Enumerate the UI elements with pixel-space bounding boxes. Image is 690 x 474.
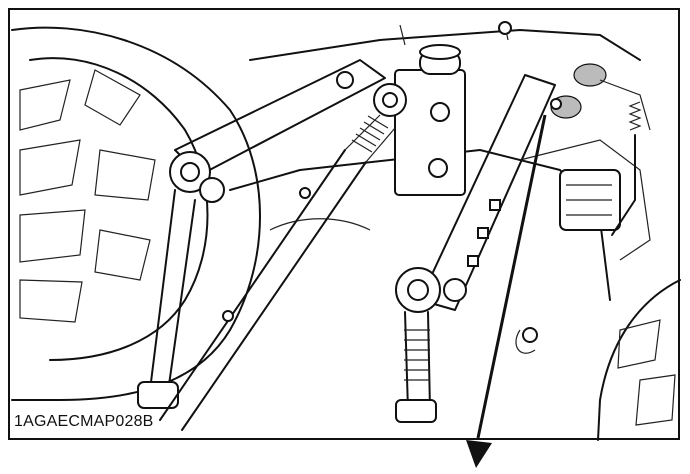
figure-code: 1AGAECMAP028B — [10, 412, 158, 432]
rod-thread — [351, 115, 389, 153]
lower-link-left — [137, 59, 386, 409]
top-link-bracket — [394, 44, 466, 196]
rear-tire — [11, 26, 261, 401]
lift-arm-right — [395, 74, 556, 423]
return-spring — [611, 101, 642, 236]
lift-rod-thread — [404, 329, 430, 381]
adjustment-bolts — [550, 63, 651, 131]
top-link-rod — [159, 83, 407, 431]
direction-arrow — [466, 114, 547, 468]
right-tire — [597, 279, 681, 441]
lynch-pins — [336, 21, 538, 354]
rear-housing — [229, 29, 651, 301]
